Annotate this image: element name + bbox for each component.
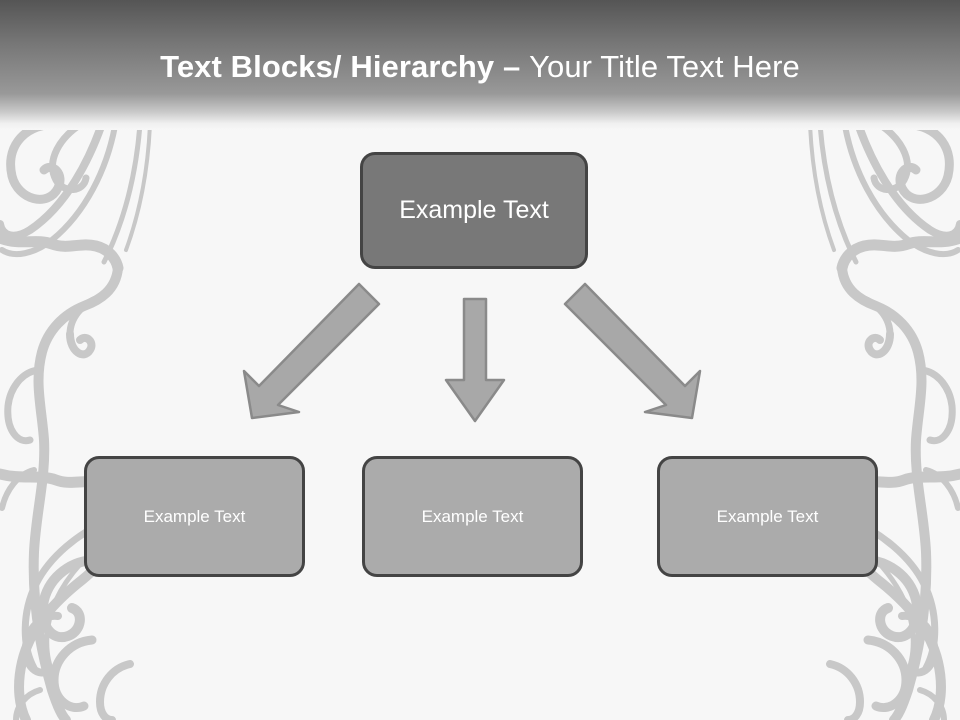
header-gradient-band — [0, 0, 960, 130]
hierarchy-child-box-2[interactable]: Example Text — [362, 456, 583, 577]
arrow-down-left — [232, 281, 382, 421]
arrow-down-left-icon — [242, 282, 381, 420]
page-title-separator: – — [494, 49, 530, 84]
arrow-down-icon — [444, 297, 506, 423]
hierarchy-child-label-3: Example Text — [716, 506, 819, 526]
arrow-down-right — [562, 281, 714, 421]
hierarchy-child-box-1[interactable]: Example Text — [84, 456, 305, 577]
page-title-bold: Text Blocks/ Hierarchy — [160, 49, 495, 84]
hierarchy-root-label: Example Text — [399, 196, 549, 224]
arrow-down-right-icon — [563, 282, 702, 420]
hierarchy-child-box-3[interactable]: Example Text — [657, 456, 878, 577]
page-title-regular: Your Title Text Here — [529, 49, 800, 84]
hierarchy-child-label-2: Example Text — [421, 506, 524, 526]
arrow-down — [432, 296, 518, 424]
hierarchy-root-box[interactable]: Example Text — [360, 152, 588, 269]
page-title: Text Blocks/ Hierarchy – Your Title Text… — [0, 48, 960, 86]
hierarchy-child-label-1: Example Text — [143, 506, 246, 526]
